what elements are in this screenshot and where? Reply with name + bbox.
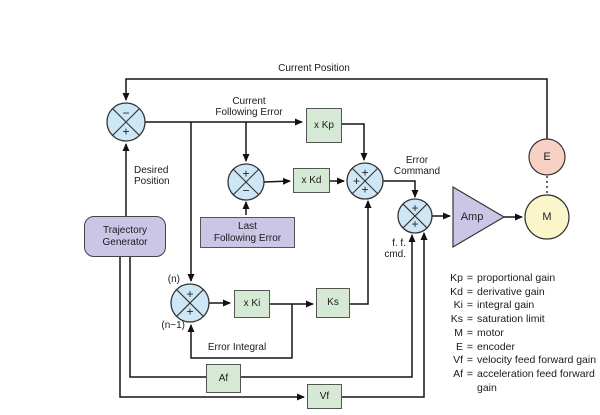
legend-equals: = <box>466 340 474 353</box>
legend-row: Kd=derivative gain <box>437 286 600 300</box>
legend-key: Ki <box>453 299 463 312</box>
legend-desc: derivative gain <box>477 285 545 298</box>
motor-label: M <box>542 211 551 223</box>
legend-equals: = <box>466 299 474 312</box>
legend-equals: = <box>466 354 474 367</box>
amp-triangle-icon <box>452 185 506 249</box>
wire-current-position-feedback <box>122 78 548 139</box>
legend-key: Af <box>453 367 463 380</box>
sign-plus: + <box>186 287 193 301</box>
wires <box>119 78 548 401</box>
sign-plus: + <box>186 305 193 319</box>
wire-trajectory-to-af <box>129 257 206 378</box>
legend-desc: proportional gain <box>477 272 556 284</box>
label-current-position: Current Position <box>278 63 350 74</box>
block-x-kd: x Kd <box>293 168 330 193</box>
wire-ks-to-sum <box>350 200 372 305</box>
legend: Kp=proportional gain Kd=derivative gain … <box>437 272 600 395</box>
sign-plus: + <box>122 125 129 139</box>
legend-key: Kd <box>450 285 463 298</box>
label-error-integral: Error Integral <box>207 342 267 353</box>
legend-desc: motor <box>477 326 504 339</box>
label-desired-position: Desired Position <box>134 165 170 187</box>
sign-plus: + <box>353 174 360 188</box>
legend-row: M=motor <box>437 327 600 341</box>
wire-error-command <box>383 180 419 198</box>
label-sample-n-minus-1: (n−1) <box>161 320 185 331</box>
legend-equals: = <box>466 272 474 284</box>
label-sample-n: (n) <box>167 274 180 285</box>
encoder-label: E <box>543 151 550 163</box>
sign-plus: + <box>411 217 418 231</box>
legend-equals: = <box>466 326 474 339</box>
wire-derivative-to-kd <box>263 177 291 185</box>
legend-row: Vf=velocity feed forward gain <box>437 354 600 368</box>
block-af: Af <box>206 364 241 393</box>
wire-error-integral-feedback <box>187 304 293 359</box>
amp-block: Amp <box>452 185 506 249</box>
legend-row: Kp=proportional gain <box>437 272 600 286</box>
legend-desc: saturation limit <box>477 313 545 326</box>
sign-plus: + <box>242 167 249 181</box>
label-error-command: Error Command <box>393 155 441 177</box>
legend-desc: acceleration feed forward gain <box>477 367 595 394</box>
legend-desc: integral gain <box>477 299 535 312</box>
wire-kp-to-sum <box>342 123 368 161</box>
sign-minus: − <box>242 184 249 198</box>
sign-plus: + <box>411 201 418 215</box>
block-x-ki: x Ki <box>234 290 270 318</box>
label-ff-cmd: f. f. cmd. <box>384 238 406 260</box>
junction-feedforward-sum: + + <box>397 198 433 234</box>
encoder-node: E <box>528 138 566 176</box>
wire-af-to-ff-sum <box>241 234 416 378</box>
block-vf: Vf <box>307 384 342 409</box>
legend-equals: = <box>466 313 474 326</box>
legend-row: Af=acceleration feed forward gain <box>437 368 600 395</box>
legend-row: E=encoder <box>437 341 600 355</box>
legend-desc: encoder <box>477 340 515 353</box>
legend-equals: = <box>466 285 474 298</box>
legend-key: E <box>455 340 463 353</box>
motor-node: M <box>524 194 570 240</box>
junction-pid-sum: + + + <box>346 162 384 200</box>
label-current-following-error: Current Following Error <box>215 96 283 118</box>
block-ks: Ks <box>316 288 350 318</box>
junction-error-integral: + + <box>170 283 210 323</box>
block-last-following-error: Last Following Error <box>200 217 295 248</box>
sign-minus: − <box>122 106 129 120</box>
legend-key: Kp <box>450 272 463 284</box>
junction-derivative: + − <box>227 163 265 201</box>
legend-equals: = <box>466 367 474 380</box>
wire-trajectory-to-vf <box>119 257 305 401</box>
legend-row: Ki=integral gain <box>437 299 600 313</box>
legend-desc: velocity feed forward gain <box>477 354 597 367</box>
sign-plus: + <box>361 166 368 180</box>
junction-position-error: − + <box>106 102 146 142</box>
legend-key: M <box>454 326 463 339</box>
block-x-kp: x Kp <box>306 108 342 143</box>
legend-key: Ks <box>450 313 463 326</box>
amp-label: Amp <box>461 211 484 223</box>
block-trajectory-generator: Trajectory Generator <box>84 216 166 257</box>
legend-key: Vf <box>453 354 463 367</box>
legend-row: Ks=saturation limit <box>437 313 600 327</box>
wire-vf-to-ff-sum <box>342 232 428 398</box>
sign-plus: + <box>361 183 368 197</box>
